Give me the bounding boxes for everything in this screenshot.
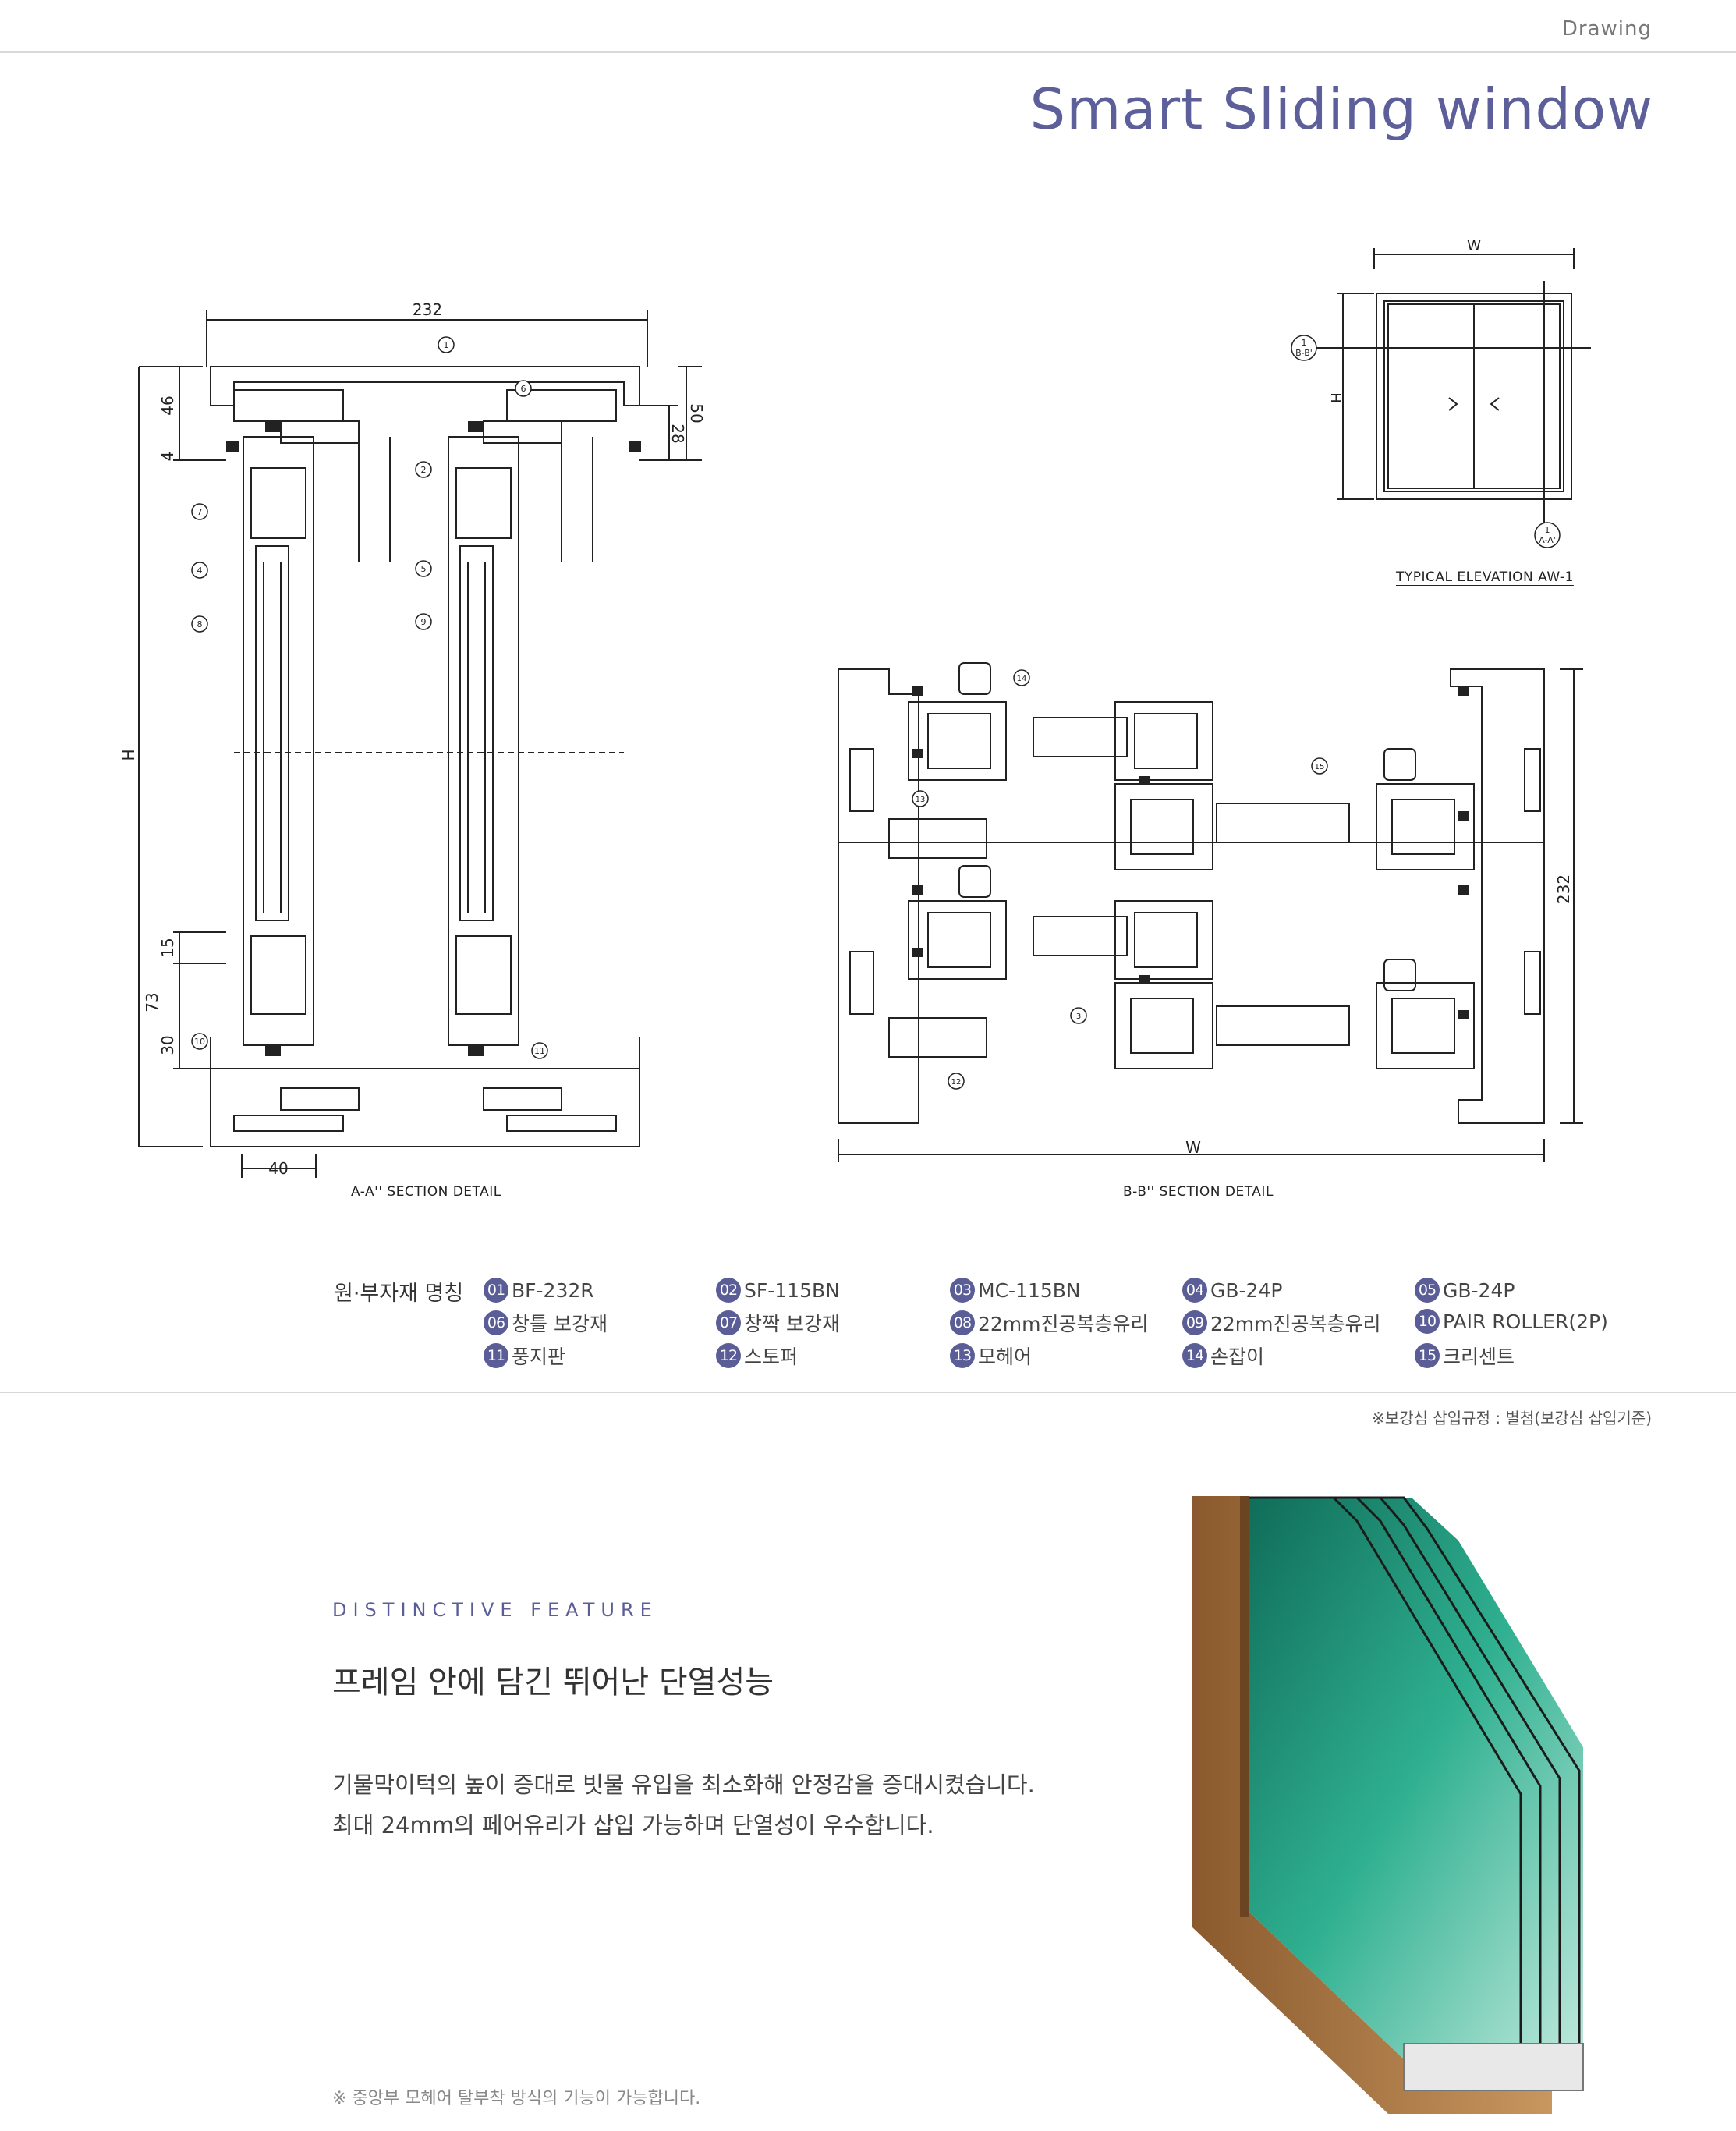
- aa-callout: 7: [197, 507, 203, 517]
- part-label: SF-115BN: [744, 1278, 840, 1302]
- part-label: GB-24P: [1443, 1278, 1515, 1302]
- part-number-badge: 11: [484, 1343, 508, 1368]
- bb-callout: 12: [951, 1078, 962, 1087]
- elev-tag-ref: B-B': [1295, 348, 1313, 358]
- bb-callout: 15: [1315, 763, 1325, 771]
- elev-caption: TYPICAL ELEVATION AW-1: [1396, 569, 1574, 585]
- aa-callout: 4: [197, 566, 203, 576]
- feature-body-line: 최대 24mm의 페어유리가 삽입 가능하며 단열성이 우수합니다.: [332, 1812, 934, 1838]
- bb-dim-bottom: W: [1185, 1138, 1201, 1157]
- parts-title: 원·부자재 명칭: [334, 1282, 464, 1306]
- part-number-badge: 01: [484, 1278, 508, 1303]
- aa-callout: 2: [421, 465, 427, 475]
- elev-tag-num: 1: [1545, 525, 1550, 535]
- aa-dim-40: 40: [268, 1159, 288, 1178]
- part-label: PAIR ROLLER(2P): [1443, 1310, 1608, 1333]
- aa-dim-73: 73: [143, 992, 161, 1012]
- part-label: MC-115BN: [978, 1278, 1081, 1302]
- feature-title: 프레임 안에 담긴 뛰어난 단열성능: [332, 1665, 774, 1700]
- aa-dim-30: 30: [158, 1035, 177, 1055]
- reinforcement-note: ※보강심 삽입규정 : 별첨(보강심 삽입기준): [1372, 1409, 1652, 1427]
- aa-callout: 9: [421, 617, 427, 627]
- header-divider: [0, 51, 1736, 53]
- part-label: 창짝 보강재: [744, 1313, 840, 1335]
- bb-caption: B-B'' SECTION DETAIL: [1123, 1184, 1274, 1200]
- aa-section-drawing: 232 46 4 28 50 H 15 73 30 40 1 6 2 7 4 5…: [119, 300, 706, 1178]
- bb-callout: 13: [916, 796, 926, 804]
- elevation-drawing: W H 1 B-B' 1 A-A': [1291, 238, 1591, 548]
- feature-note: ※ 중앙부 모헤어 탈부착 방식의 기능이 가능합니다.: [332, 2089, 701, 2108]
- elev-tag-ref: A-A': [1539, 535, 1556, 545]
- aa-dim-15: 15: [158, 938, 177, 957]
- aa-caption: A-A'' SECTION DETAIL: [351, 1184, 501, 1200]
- aa-callout: 8: [197, 619, 203, 629]
- part-label: 모헤어: [978, 1346, 1033, 1368]
- part-label: 스토퍼: [744, 1346, 799, 1368]
- part-number-badge: 14: [1182, 1343, 1207, 1368]
- part-number-badge: 09: [1182, 1310, 1207, 1335]
- part-number-badge: 13: [950, 1343, 975, 1368]
- part-number-badge: 03: [950, 1278, 975, 1303]
- section-label: Drawing: [1561, 17, 1652, 41]
- aa-callout: 10: [194, 1037, 205, 1047]
- part-number-badge: 12: [716, 1343, 741, 1368]
- part-label: 22mm진공복층유리: [978, 1313, 1149, 1335]
- page-title: Smart Sliding window: [1029, 76, 1653, 142]
- bb-callout: 14: [1017, 675, 1027, 683]
- part-number-badge: 05: [1415, 1278, 1440, 1303]
- part-number-badge: 15: [1415, 1343, 1440, 1368]
- aa-dim-50: 50: [687, 403, 706, 423]
- elev-dim-w: W: [1467, 238, 1481, 254]
- aa-callout: 6: [521, 384, 526, 394]
- aa-dim-4: 4: [158, 452, 177, 462]
- part-number-badge: 04: [1182, 1278, 1207, 1303]
- part-label: GB-24P: [1210, 1278, 1283, 1302]
- elev-tag-num: 1: [1302, 338, 1307, 348]
- part-number-badge: 10: [1415, 1309, 1440, 1334]
- feature-body: 기물막이턱의 높이 증대로 빗물 유입을 최소화해 안정감을 증대시켰습니다. …: [332, 1764, 1035, 1846]
- part-label: 크리센트: [1443, 1346, 1515, 1368]
- aa-callout: 1: [444, 340, 449, 350]
- part-number-badge: 07: [716, 1310, 741, 1335]
- aa-dim-28: 28: [668, 424, 687, 443]
- aa-callout: 5: [421, 564, 427, 574]
- bb-dim-right: 232: [1554, 874, 1573, 904]
- part-number-badge: 02: [716, 1278, 741, 1303]
- bb-section-drawing: 14 15 13 3 12 232 W: [838, 662, 1583, 1162]
- part-label: 22mm진공복층유리: [1210, 1313, 1381, 1335]
- bb-callout: 3: [1076, 1012, 1081, 1021]
- part-label: BF-232R: [512, 1278, 594, 1302]
- aa-dim-top: 232: [413, 300, 442, 319]
- aa-dim-h: H: [119, 749, 138, 761]
- window-cutaway-image: [1192, 1496, 1584, 2114]
- elev-dim-h: H: [1329, 392, 1345, 403]
- part-number-badge: 08: [950, 1310, 975, 1335]
- feature-body-line: 기물막이턱의 높이 증대로 빗물 유입을 최소화해 안정감을 증대시켰습니다.: [332, 1771, 1035, 1798]
- aa-callout: 11: [534, 1046, 545, 1056]
- feature-eyebrow: DISTINCTIVE FEATURE: [332, 1599, 658, 1621]
- aa-dim-46: 46: [158, 395, 177, 415]
- part-label: 풍지판: [512, 1346, 566, 1368]
- part-label: 창틀 보강재: [512, 1313, 608, 1335]
- part-label: 손잡이: [1210, 1346, 1265, 1368]
- parts-divider: [0, 1392, 1736, 1393]
- part-number-badge: 06: [484, 1310, 508, 1335]
